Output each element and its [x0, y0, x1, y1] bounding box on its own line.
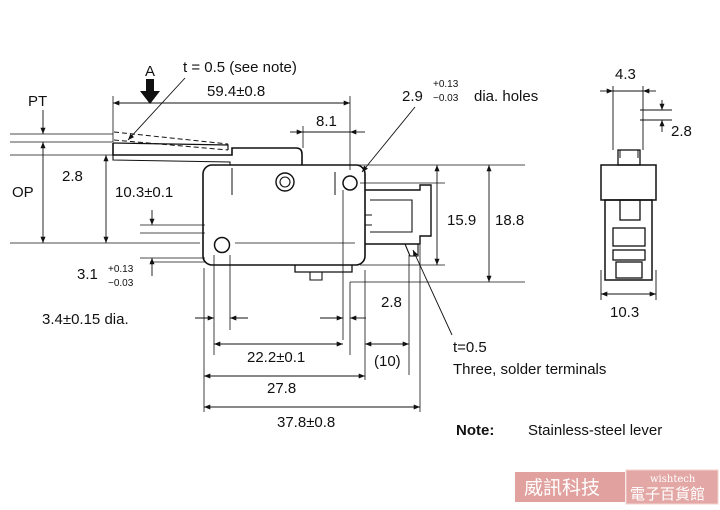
body-len-a-label: 27.8 — [267, 380, 296, 397]
hole-pos-label: 10.3±0.1 — [115, 184, 173, 201]
height-inner-label: 15.9 — [447, 212, 476, 229]
hole-tol-sup: +0.13 — [108, 264, 134, 275]
term-thickness-label: t=0.5 — [453, 339, 487, 356]
lever-length-label: 59.4±0.8 — [207, 83, 265, 100]
op-label: OP — [12, 184, 34, 201]
term-desc-label: Three, solder terminals — [453, 361, 606, 378]
lever-dashed — [113, 131, 229, 151]
top-offset-label: 8.1 — [316, 113, 337, 130]
pt-label: PT — [28, 93, 47, 110]
hole-tol-label: 3.1 — [77, 266, 98, 283]
watermark-main: 威訊科技 — [524, 477, 600, 499]
side-width-label: 10.3 — [610, 304, 639, 321]
small-hole-sub: −0.03 — [433, 93, 459, 104]
hole-tol-sub: −0.03 — [108, 278, 134, 289]
view-arrow-icon — [140, 79, 160, 104]
note-text: Stainless-steel lever — [528, 422, 662, 439]
watermark-sub-top: wishtech — [650, 474, 696, 485]
side-offset-label: 2.8 — [671, 123, 692, 140]
side-top-label: 4.3 — [615, 66, 636, 83]
side-view — [600, 149, 657, 281]
thickness-note: t = 0.5 (see note) — [183, 59, 297, 76]
view-label: A — [145, 63, 155, 80]
lever — [112, 143, 303, 165]
small-hole-base: 2.9 — [402, 88, 423, 105]
height-outer-label: 18.8 — [495, 212, 524, 229]
term-ref-label: (10) — [374, 353, 401, 370]
dimension-lines — [40, 77, 492, 410]
body-len-b-label: 37.8±0.8 — [277, 414, 335, 431]
op-value-label: 2.8 — [62, 168, 83, 185]
mount-hole-right — [342, 175, 358, 191]
watermark-sub-bottom: 電子百貨館 — [630, 485, 705, 503]
hole-spacing-label: 22.2±0.1 — [247, 349, 305, 366]
terminals — [365, 184, 432, 245]
front-view — [112, 131, 432, 281]
watermark-logo: 威訊科技 wishtech 電子百貨館 — [515, 469, 719, 505]
small-hole-sup: +0.13 — [433, 79, 459, 90]
mount-hole-left — [213, 236, 231, 254]
small-hole-text: dia. holes — [474, 88, 538, 105]
bottom-tab — [294, 265, 353, 273]
pivot-hole — [275, 172, 295, 192]
term-pitch-label: 2.8 — [381, 294, 402, 311]
hole-dia-label: 3.4±0.15 dia. — [42, 311, 129, 328]
note-label: Note: — [456, 422, 494, 439]
side-dims — [600, 86, 672, 300]
